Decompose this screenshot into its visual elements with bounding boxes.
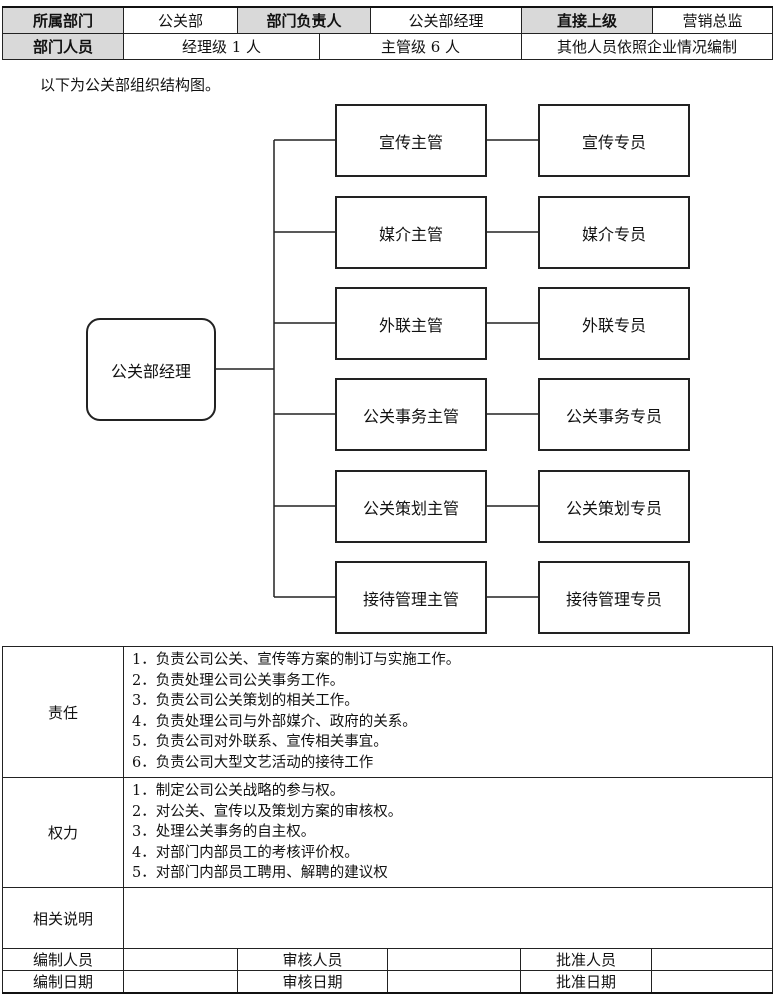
supervisor-box: 公关事务主管 (335, 378, 487, 451)
staff-label: 部门人员 (2, 33, 124, 60)
approve-date-label: 批准日期 (520, 970, 652, 994)
head-value: 公关部经理 (370, 6, 523, 34)
superior-value: 营销总监 (652, 6, 774, 34)
specialist-box: 接待管理专员 (538, 561, 690, 634)
duties-table: 责任 1．负责公司公关、宣传等方案的制订与实施工作。 2．负责处理公司公关事务工… (2, 646, 774, 994)
list-item: 3．处理公关事务的自主权。 (132, 824, 316, 841)
supervisor-box: 公关策划主管 (335, 470, 487, 543)
list-item: 5．负责公司对外联系、宣传相关事宜。 (132, 734, 388, 751)
reviewer-label: 审核人员 (237, 948, 388, 971)
dept-label: 所属部门 (2, 6, 124, 34)
approve-date-value (650, 970, 774, 994)
list-item: 3．负责公司公关策划的相关工作。 (132, 693, 359, 710)
notes-label: 相关说明 (2, 887, 124, 949)
specialist-box: 宣传专员 (538, 104, 690, 177)
org-root-box: 公关部经理 (86, 318, 216, 421)
responsibility-list: 1．负责公司公关、宣传等方案的制订与实施工作。 2．负责处理公司公关事务工作。 … (122, 646, 774, 778)
list-item: 4．对部门内部员工的考核评价权。 (132, 844, 359, 861)
staff-manager: 经理级 1 人 (123, 33, 320, 60)
dept-value: 公关部 (123, 6, 238, 34)
list-item: 2．负责处理公司公关事务工作。 (132, 672, 345, 689)
department-info-table: 所属部门 公关部 部门负责人 公关部经理 直接上级 营销总监 部门人员 经理级 … (2, 6, 774, 60)
approver-label: 批准人员 (520, 948, 652, 971)
list-item: 5．对部门内部员工聘用、解聘的建议权 (132, 865, 388, 882)
reviewer-value (387, 948, 521, 971)
list-item: 4．负责处理公司与外部媒介、政府的关系。 (132, 713, 417, 730)
intro-text: 以下为公关部组织结构图。 (40, 76, 221, 94)
supervisor-box: 外联主管 (335, 287, 487, 360)
head-label: 部门负责人 (236, 6, 372, 34)
list-item: 2．对公关、宣传以及策划方案的审核权。 (132, 803, 403, 820)
supervisor-box: 媒介主管 (335, 196, 487, 269)
compile-date-value (123, 970, 238, 994)
list-item: 6．负责公司大型文艺活动的接待工作 (132, 754, 374, 771)
specialist-box: 公关事务专员 (538, 378, 690, 451)
compiler-label: 编制人员 (2, 948, 124, 971)
superior-label: 直接上级 (521, 6, 654, 34)
review-date-value (387, 970, 521, 994)
responsibility-label: 责任 (2, 646, 124, 778)
specialist-box: 公关策划专员 (538, 470, 690, 543)
staff-supervisor: 主管级 6 人 (318, 33, 523, 60)
specialist-box: 媒介专员 (538, 196, 690, 269)
org-chart-connectors (215, 139, 539, 598)
compiler-value (123, 948, 238, 971)
supervisor-box: 宣传主管 (335, 104, 487, 177)
authority-label: 权力 (2, 777, 124, 888)
list-item: 1．制定公司公关战略的参与权。 (132, 783, 345, 799)
list-item: 1．负责公司公关、宣传等方案的制订与实施工作。 (132, 652, 461, 668)
compile-date-label: 编制日期 (2, 970, 124, 994)
supervisor-box: 接待管理主管 (335, 561, 487, 634)
approver-value (650, 948, 774, 971)
review-date-label: 审核日期 (237, 970, 388, 994)
specialist-box: 外联专员 (538, 287, 690, 360)
staff-other: 其他人员依照企业情况编制 (521, 33, 774, 60)
authority-list: 1．制定公司公关战略的参与权。 2．对公关、宣传以及策划方案的审核权。 3．处理… (122, 777, 774, 888)
notes-value (122, 887, 774, 949)
